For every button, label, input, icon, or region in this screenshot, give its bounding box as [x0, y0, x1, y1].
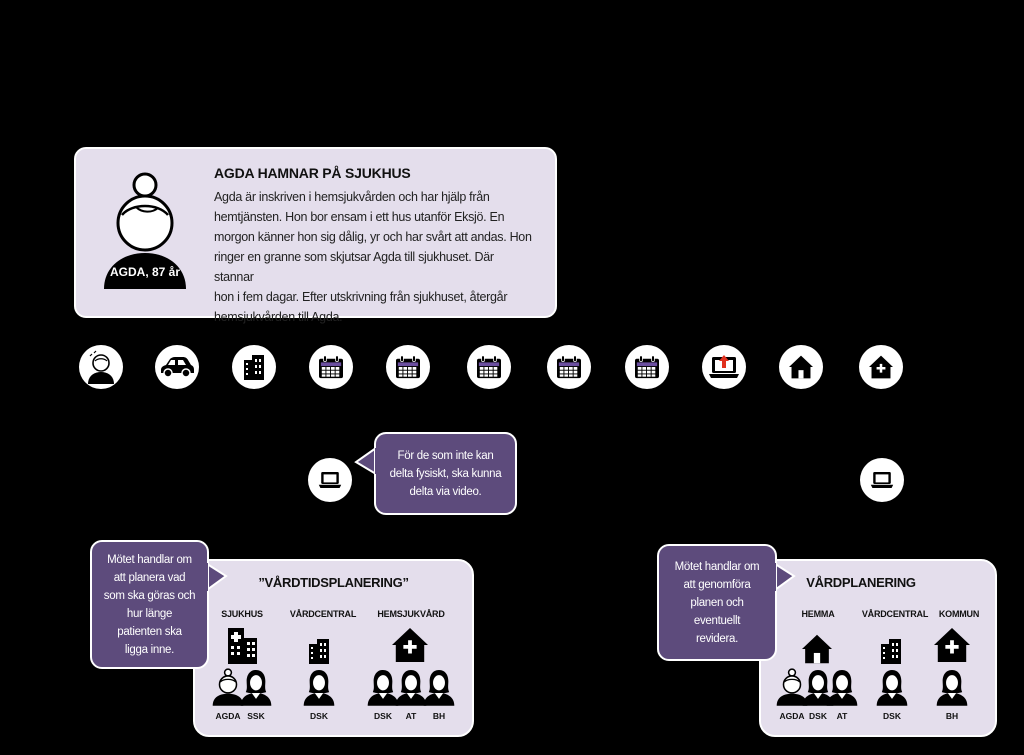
- intro-title: AGDA HAMNAR PÅ SJUKHUS: [214, 165, 411, 181]
- right-note-bubble: Mötet handlar om att genomföra planen oc…: [657, 544, 777, 661]
- timeline-step-car: [155, 345, 199, 389]
- laptop-upload-icon: [709, 355, 739, 378]
- agda-age-label: AGDA, 87 år: [109, 265, 181, 279]
- calendar-icon: [634, 355, 660, 379]
- intro-line: hemtjänsten. Hon bor ensam i ett hus uta…: [214, 210, 505, 224]
- meeting-left-title: ”VÅRDTIDSPLANERING”: [258, 575, 409, 590]
- person-label: AGDA: [215, 711, 241, 721]
- timeline-step-day-5: [625, 345, 669, 389]
- intro-line: ringer en granne som skjutsar Agda till …: [214, 250, 494, 284]
- timeline-step-home: [779, 345, 823, 389]
- left-note-bubble: Mötet handlar om att planera vad som ska…: [90, 540, 209, 669]
- home-icon: [788, 355, 814, 379]
- intro-card: AGDA, 87 år AGDA HAMNAR PÅ SJUKHUS Agda …: [74, 147, 557, 324]
- meeting-right-col-heading: HEMMA: [801, 609, 835, 619]
- timeline-step-day-3: [467, 345, 511, 389]
- right-note-line: att genomföra: [683, 578, 751, 591]
- home-icon: [801, 634, 833, 664]
- home-care-icon: [933, 627, 971, 663]
- video-note-line: delta fysiskt, ska kunna: [389, 467, 502, 480]
- timeline-step-day-4: [547, 345, 591, 389]
- left-note-line: patienten ska: [117, 625, 182, 638]
- meeting-right-col-heading: KOMMUN: [938, 609, 980, 619]
- meeting-right-title: VÅRDPLANERING: [806, 575, 916, 590]
- video-note-bubble: För de som inte kan delta fysiskt, ska k…: [374, 432, 517, 515]
- intro-line: hemsjukvården till Agda.: [214, 310, 343, 324]
- left-note-line: att planera vad: [113, 571, 186, 584]
- person-label: BH: [432, 711, 446, 721]
- intro-line: hon i fem dagar. Efter utskrivning från …: [214, 290, 508, 304]
- calendar-icon: [556, 355, 582, 379]
- left-note-line: hur länge: [126, 607, 173, 620]
- left-note-line: som ska göras och: [103, 589, 196, 602]
- person-icon: [825, 667, 859, 707]
- calendar-icon: [395, 355, 421, 379]
- car-icon: [161, 357, 194, 378]
- meeting-left-col-heading: HEMSJUKVÅRD: [377, 609, 445, 619]
- timeline-step-day-2: [386, 345, 430, 389]
- hospital-building-icon: [242, 354, 266, 380]
- hospital-icon: [225, 626, 259, 664]
- meeting-left-col-heading: VÅRDCENTRAL: [289, 609, 357, 619]
- agda-avatar: AGDA, 87 år: [102, 171, 188, 291]
- right-note-line: planen och: [690, 596, 744, 609]
- timeline-step-day-1: [309, 345, 353, 389]
- person-label: DSK: [883, 711, 901, 721]
- meeting-right-col-heading: VÅRDCENTRAL: [861, 609, 929, 619]
- laptop-icon: [870, 471, 894, 489]
- health-center-icon: [879, 638, 903, 664]
- video-meeting-right: [860, 458, 904, 502]
- video-note-line: För de som inte kan: [397, 449, 494, 462]
- timeline-step-sick: [79, 345, 123, 389]
- left-note-line: ligga inne.: [124, 643, 175, 656]
- meeting-card-left: ”VÅRDTIDSPLANERING” SJUKHUS VÅRDCENTRAL …: [193, 559, 474, 737]
- meeting-left-col-heading: SJUKHUS: [221, 609, 263, 619]
- home-care-icon: [391, 627, 429, 663]
- person-label: AT: [405, 711, 417, 721]
- person-label: SSK: [247, 711, 265, 721]
- person-label: BH: [945, 711, 959, 721]
- person-label: AT: [836, 711, 848, 721]
- right-note-line: eventuellt: [693, 614, 741, 627]
- right-note-line: Mötet handlar om: [674, 560, 760, 573]
- calendar-icon: [318, 355, 344, 379]
- meeting-card-right: VÅRDPLANERING HEMMA VÅRDCENTRAL KOMMUN A…: [759, 559, 997, 737]
- video-note-line: delta via video.: [409, 485, 482, 498]
- person-icon: [302, 667, 336, 707]
- timeline-step-discharge: [702, 345, 746, 389]
- right-note-line: revidera.: [695, 632, 739, 645]
- video-meeting-left: [308, 458, 352, 502]
- person-label: DSK: [374, 711, 392, 721]
- health-center-icon: [307, 638, 331, 664]
- intro-line: morgon känner hon sig dålig, yr och har …: [214, 230, 532, 244]
- left-note-line: Mötet handlar om: [107, 553, 192, 566]
- home-care-icon: [868, 355, 894, 379]
- person-label: AGDA: [779, 711, 805, 721]
- person-label: DSK: [310, 711, 328, 721]
- person-icon: [422, 667, 456, 707]
- intro-line: Agda är inskriven i hemsjukvården och ha…: [214, 190, 490, 204]
- person-icon: [239, 667, 273, 707]
- person-label: DSK: [809, 711, 827, 721]
- person-icon: [935, 667, 969, 707]
- sick-person-icon: [88, 350, 114, 384]
- person-icon: [875, 667, 909, 707]
- laptop-icon: [318, 471, 342, 489]
- calendar-icon: [476, 355, 502, 379]
- timeline-step-home-care: [859, 345, 903, 389]
- intro-text: Agda är inskriven i hemsjukvården och ha…: [214, 187, 536, 327]
- elderly-woman-icon: [104, 172, 186, 289]
- timeline-step-hospital: [232, 345, 276, 389]
